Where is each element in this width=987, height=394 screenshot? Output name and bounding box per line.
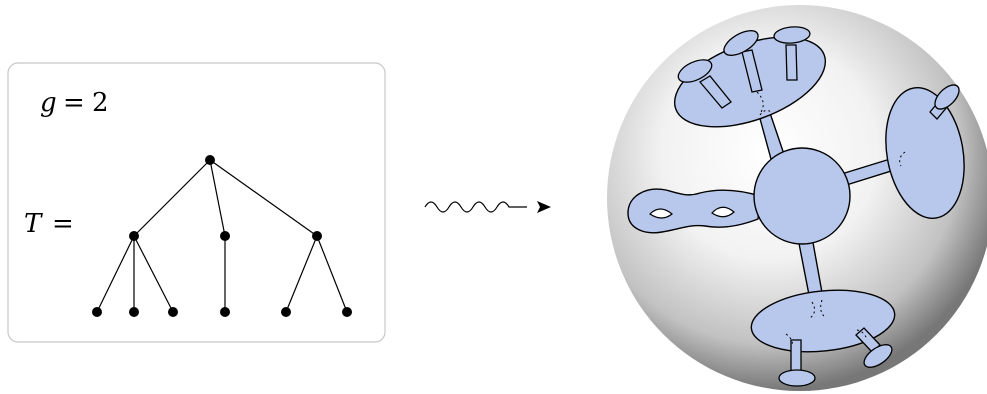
boundary-cap: [863, 344, 893, 368]
tree-vertices: [92, 155, 352, 317]
tree-leaf-vertex: [220, 307, 230, 317]
seam: [820, 299, 827, 319]
tree-leaf-vertex: [281, 307, 291, 317]
boundary-cap: [723, 30, 759, 56]
boundary-cap: [778, 369, 816, 387]
genus-variable: g: [40, 88, 57, 118]
tree-panel: g = 2 T =: [7, 62, 386, 343]
dotted-seams: [756, 91, 906, 347]
boundary-tubes: [677, 26, 960, 387]
tree-leaf-vertex: [342, 307, 352, 317]
tree-vertex: [220, 231, 230, 241]
tree-leaf-vertex: [129, 307, 139, 317]
seam: [756, 91, 764, 113]
genus-label: g = 2: [40, 88, 109, 118]
genus-equals: =: [63, 88, 85, 118]
sphere-illustration: [607, 5, 987, 391]
seam: [856, 329, 868, 341]
tree-leaf-vertex: [168, 307, 178, 317]
tree-edge: [133, 159, 211, 237]
component-disk: [885, 86, 965, 220]
tree-edge: [316, 235, 348, 313]
tree-edge: [285, 235, 318, 313]
tree-vertex: [312, 231, 322, 241]
genus-surface: [627, 188, 761, 234]
tree-equals: =: [52, 209, 74, 239]
tree-edge: [209, 159, 226, 237]
tube: [741, 49, 763, 93]
tube: [699, 75, 732, 109]
seam: [809, 301, 816, 319]
tree-graph: [96, 159, 348, 313]
tree-edge: [209, 159, 318, 237]
boundary-cap: [677, 59, 713, 83]
seam: [785, 333, 793, 347]
seam: [759, 109, 773, 116]
seam: [899, 151, 906, 167]
genus-value: 2: [92, 88, 109, 118]
tree-leaf-vertex: [92, 307, 102, 317]
tree-edge: [96, 235, 135, 313]
tree-label: T =: [24, 209, 74, 239]
squiggly-arrow-icon: [424, 201, 551, 213]
tube: [790, 339, 802, 373]
panel-frame: [7, 62, 386, 343]
tube: [785, 44, 798, 81]
boundary-cap: [773, 26, 811, 44]
central-disk: [753, 147, 851, 245]
tree-edge: [133, 235, 174, 313]
handle-hole: [711, 206, 735, 218]
tube: [855, 327, 881, 353]
tree-vertex: [129, 231, 139, 241]
tree-root-vertex: [205, 155, 215, 165]
boundary-cap: [934, 84, 960, 110]
genus-holes: [649, 206, 735, 219]
handle-hole: [649, 208, 673, 219]
tree-variable: T: [24, 209, 43, 239]
